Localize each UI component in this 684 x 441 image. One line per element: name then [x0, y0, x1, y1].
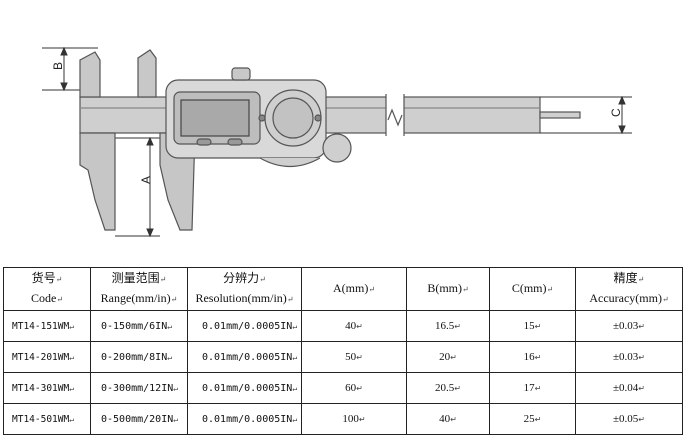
dimension-c [540, 95, 632, 135]
return-mark: ↵ [286, 295, 294, 304]
return-mark: ↵ [661, 295, 669, 304]
return-mark: ↵ [69, 414, 75, 424]
dimension-a [115, 136, 160, 238]
return-mark: ↵ [454, 384, 461, 393]
return-mark: ↵ [637, 275, 645, 284]
cell-b: 20.5↵ [406, 372, 490, 404]
cell-a: 60↵ [301, 372, 407, 404]
cell-b: 16.5↵ [406, 310, 490, 342]
return-mark: ↵ [167, 321, 173, 331]
return-mark: ↵ [534, 353, 542, 362]
return-mark: ↵ [534, 322, 542, 331]
return-mark: ↵ [292, 383, 298, 393]
return-mark: ↵ [69, 321, 75, 331]
return-mark: ↵ [55, 275, 63, 284]
return-mark: ↵ [450, 415, 457, 424]
return-mark: ↵ [356, 322, 363, 331]
return-mark: ↵ [173, 383, 179, 393]
cell-accuracy: ±0.03↵ [575, 310, 683, 342]
cell-b: 20↵ [406, 341, 490, 373]
cell-range: 0-200mm/8IN↵ [90, 341, 188, 373]
return-mark: ↵ [461, 285, 469, 294]
return-mark: ↵ [69, 352, 75, 362]
header-a: A(mm)↵ [301, 267, 407, 311]
cell-accuracy: ±0.04↵ [575, 372, 683, 404]
cell-c: 16↵ [489, 341, 576, 373]
header-range: 测量范围↵Range(mm/in)↵ [90, 267, 188, 311]
header-resolution: 分辨力↵Resolution(mm/in)↵ [187, 267, 302, 311]
cell-code: MT14-301WM↵ [3, 372, 91, 404]
return-mark: ↵ [638, 353, 645, 362]
table-row: MT14-501WM↵ 0-500mm/20IN↵ 0.01mm/0.0005I… [3, 403, 683, 435]
table-row: MT14-151WM↵ 0-150mm/6IN↵ 0.01mm/0.0005IN… [3, 310, 683, 342]
return-mark: ↵ [356, 384, 363, 393]
label-b: B [51, 62, 65, 70]
table-header-row: 货号↵Code↵ 测量范围↵Range(mm/in)↵ 分辨力↵Resoluti… [3, 267, 683, 311]
cell-b: 40↵ [406, 403, 490, 435]
cell-a: 40↵ [301, 310, 407, 342]
cell-c: 15↵ [489, 310, 576, 342]
label-c: C [609, 108, 623, 117]
cell-range: 0-300mm/12IN↵ [90, 372, 188, 404]
return-mark: ↵ [534, 384, 542, 393]
return-mark: ↵ [356, 353, 363, 362]
caliper-body [79, 49, 581, 231]
cell-accuracy: ±0.03↵ [575, 341, 683, 373]
return-mark: ↵ [167, 352, 173, 362]
return-mark: ↵ [638, 322, 645, 331]
cell-code: MT14-501WM↵ [3, 403, 91, 435]
cell-range: 0-150mm/6IN↵ [90, 310, 188, 342]
cell-resolution: 0.01mm/0.0005IN↵ [187, 341, 302, 373]
table-row: MT14-201WM↵ 0-200mm/8IN↵ 0.01mm/0.0005IN… [3, 341, 683, 373]
return-mark: ↵ [56, 295, 64, 304]
cell-c: 17↵ [489, 372, 576, 404]
caliper-diagram: B A [42, 46, 632, 238]
return-mark: ↵ [292, 414, 298, 424]
cell-a: 50↵ [301, 341, 407, 373]
cell-code: MT14-201WM↵ [3, 341, 91, 373]
return-mark: ↵ [534, 415, 542, 424]
label-a: A [139, 176, 153, 184]
cell-code: MT14-151WM↵ [3, 310, 91, 342]
return-mark: ↵ [292, 352, 298, 362]
return-mark: ↵ [292, 321, 298, 331]
return-mark: ↵ [69, 383, 75, 393]
return-mark: ↵ [454, 322, 461, 331]
spec-table: 货号↵Code↵ 测量范围↵Range(mm/in)↵ 分辨力↵Resoluti… [3, 267, 683, 435]
return-mark: ↵ [159, 275, 167, 284]
cell-resolution: 0.01mm/0.0005IN↵ [187, 372, 302, 404]
return-mark: ↵ [170, 295, 178, 304]
cell-c: 25↵ [489, 403, 576, 435]
cell-a: 100↵ [301, 403, 407, 435]
cell-resolution: 0.01mm/0.0005IN↵ [187, 310, 302, 342]
cell-accuracy: ±0.05↵ [575, 403, 683, 435]
cell-resolution: 0.01mm/0.0005IN↵ [187, 403, 302, 435]
return-mark: ↵ [173, 414, 179, 424]
return-mark: ↵ [546, 285, 554, 294]
return-mark: ↵ [358, 415, 366, 424]
cell-range: 0-500mm/20IN↵ [90, 403, 188, 435]
table-row: MT14-301WM↵ 0-300mm/12IN↵ 0.01mm/0.0005I… [3, 372, 683, 404]
return-mark: ↵ [638, 415, 645, 424]
header-code: 货号↵Code↵ [3, 267, 91, 311]
header-b: B(mm)↵ [406, 267, 490, 311]
return-mark: ↵ [259, 275, 266, 284]
header-c: C(mm)↵ [489, 267, 576, 311]
return-mark: ↵ [368, 285, 376, 294]
return-mark: ↵ [638, 384, 645, 393]
return-mark: ↵ [450, 353, 457, 362]
header-accuracy: 精度↵Accuracy(mm)↵ [575, 267, 683, 311]
